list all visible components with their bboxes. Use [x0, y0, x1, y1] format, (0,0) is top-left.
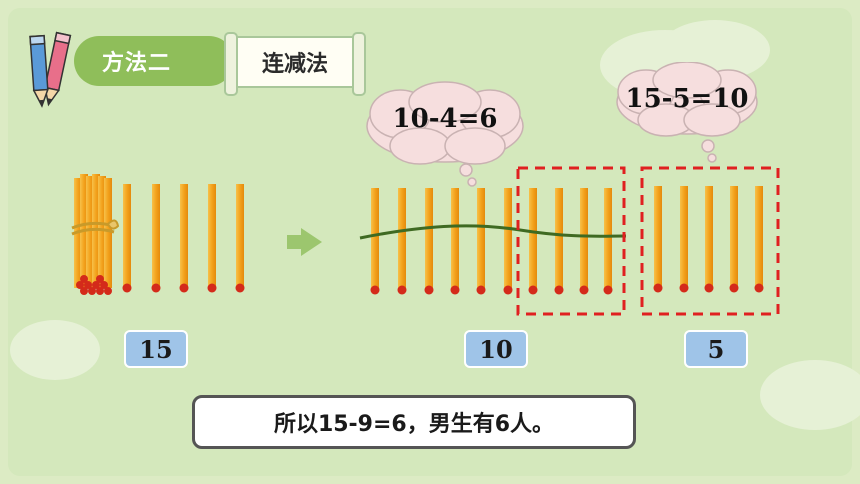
string-line — [359, 224, 627, 240]
count-middle: 10 — [479, 334, 513, 364]
method-name-scroll: 连减法 — [224, 32, 366, 96]
count-right: 5 — [707, 334, 725, 364]
bundle-icon — [71, 174, 120, 295]
unbundled-sticks — [370, 188, 613, 295]
method-name-label: 连减法 — [261, 52, 328, 77]
pencils-icon — [29, 31, 72, 108]
conclusion-text: 所以15-9=6，男生有6人。 — [273, 412, 555, 437]
thought-equation-right: 15-5=10 — [625, 84, 749, 114]
background-cloud — [10, 320, 100, 380]
method-tag: 方法二 — [74, 36, 234, 86]
thought-cloud-icon — [366, 81, 524, 187]
conclusion-box: 所以15-9=6，男生有6人。 — [192, 395, 636, 449]
dashed-box-five — [640, 166, 780, 316]
count-box-middle: 10 — [464, 330, 528, 368]
count-left: 15 — [139, 334, 173, 364]
single-sticks-left — [122, 184, 245, 293]
method-tag-label: 方法二 — [102, 51, 172, 76]
count-box-right: 5 — [684, 330, 748, 368]
count-box-left: 15 — [124, 330, 188, 368]
thought-equation-left: 10-4=6 — [392, 104, 498, 134]
arrow-right-icon — [287, 228, 322, 256]
background-cloud — [760, 360, 860, 430]
thought-cloud-icon — [616, 62, 758, 163]
single-sticks-right — [653, 186, 764, 293]
dashed-box-four — [516, 166, 626, 316]
